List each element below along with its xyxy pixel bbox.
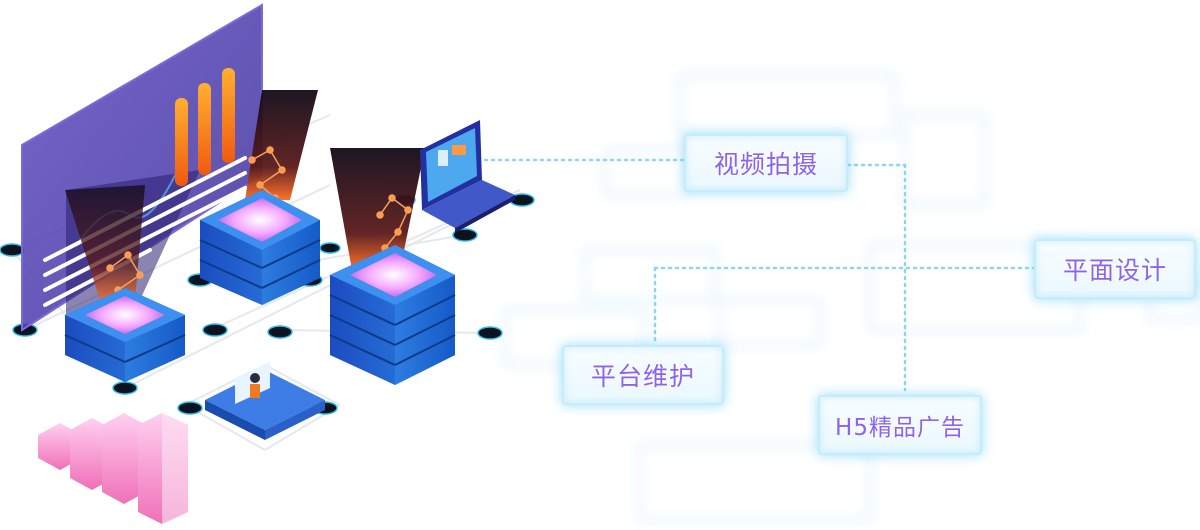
label-video-shooting[interactable]: 视频拍摄 (684, 134, 848, 192)
label-h5-ads[interactable]: H5精品广告 (818, 395, 982, 455)
connectors (483, 158, 1037, 392)
light-beams (65, 90, 425, 300)
panel-bar-chart-icon (175, 68, 235, 186)
server-stack-left (64, 288, 186, 382)
label-platform-maintenance[interactable]: 平台维护 (562, 345, 724, 405)
server-stack-front (329, 245, 456, 385)
label-graphic-design[interactable]: 平面设计 (1034, 239, 1196, 299)
pink-bar-chart (38, 413, 188, 524)
grid-nodes (0, 193, 535, 415)
laptop-icon (420, 120, 515, 233)
panel-lines (43, 156, 247, 307)
server-stack-back (199, 190, 321, 305)
workstation-tile (205, 362, 325, 440)
